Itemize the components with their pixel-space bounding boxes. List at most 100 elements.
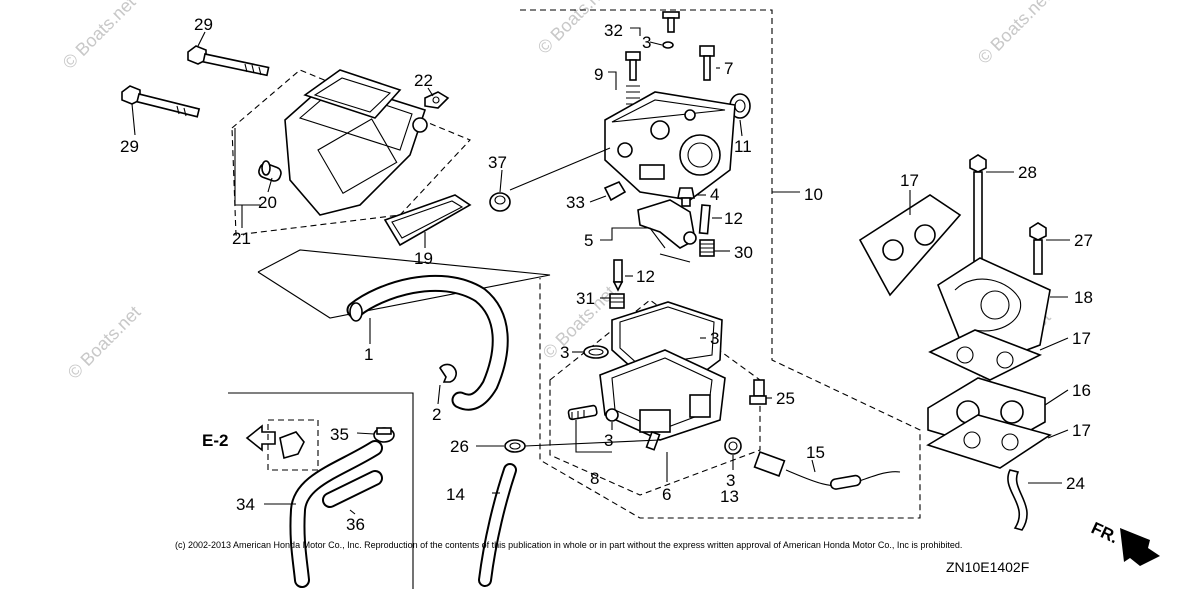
reference-label-e2: E-2 [202, 431, 228, 450]
callout-3-top: 3 [642, 33, 651, 52]
float-bowl-6 [549, 299, 761, 496]
clamp-2 [439, 363, 457, 383]
drain-screw-8 [567, 404, 598, 421]
washer-3-solenoid [724, 437, 742, 455]
callout-35: 35 [330, 425, 349, 444]
callout-5: 5 [584, 231, 593, 250]
gasket-17-bottom [926, 414, 1052, 469]
callout-12-lower: 12 [636, 267, 655, 286]
watermark: © Boats.net [64, 302, 145, 383]
callout-3-drain: 3 [604, 431, 613, 450]
callout-12-upper: 12 [724, 209, 743, 228]
hose-1 [346, 274, 509, 411]
e2-detail-box [267, 419, 319, 471]
callout-20: 20 [258, 193, 277, 212]
callout-30: 30 [734, 243, 753, 262]
leader-26-link [524, 439, 661, 447]
jet-4 [677, 187, 695, 207]
callout-7: 7 [724, 59, 733, 78]
clamp-35 [373, 427, 395, 443]
callout-36: 36 [346, 515, 365, 534]
bolt-27 [1029, 222, 1047, 275]
spring-30 [699, 239, 715, 257]
callout-27: 27 [1074, 231, 1093, 250]
callout-34: 34 [236, 495, 255, 514]
callout-labels: 29 29 22 20 21 19 1 2 32 3 9 7 11 37 33 … [120, 15, 1093, 534]
carburetor-body [604, 91, 736, 201]
section-divider [228, 392, 414, 589]
watermark: © Boats.net [534, 0, 615, 58]
callout-28: 28 [1018, 163, 1037, 182]
callout-4: 4 [710, 185, 719, 204]
carburetor-assembly-box [520, 9, 921, 519]
front-direction-arrow [1120, 528, 1160, 566]
callout-9: 9 [594, 65, 603, 84]
callout-29-lower: 29 [120, 137, 139, 156]
e2-reference-arrow [245, 424, 276, 452]
callout-15: 15 [806, 443, 825, 462]
callout-11: 11 [734, 137, 752, 156]
screw-25 [749, 379, 767, 405]
callout-25: 25 [776, 389, 795, 408]
leader-21-bracket [234, 128, 260, 206]
float-5 [637, 199, 697, 249]
screw-9 [625, 51, 641, 105]
front-direction-label: FR. [1088, 518, 1121, 547]
callout-32: 32 [604, 21, 623, 40]
cap-37 [489, 192, 511, 212]
oring-3-drain [605, 408, 619, 422]
assembly-outline [257, 249, 551, 319]
bolt-29-upper [187, 45, 270, 77]
callout-10: 10 [804, 185, 823, 204]
callout-2: 2 [432, 405, 441, 424]
callout-24: 24 [1066, 474, 1085, 493]
callout-6: 6 [662, 485, 671, 504]
callout-17-bottom: 17 [1072, 421, 1091, 440]
pin-12-lower [659, 253, 691, 263]
intake-silencer [231, 69, 471, 236]
callout-14: 14 [446, 485, 465, 504]
callout-29-upper: 29 [194, 15, 213, 34]
leader-8 [575, 420, 612, 453]
watermark: © Boats.net [59, 0, 140, 73]
callout-8: 8 [590, 469, 599, 488]
clip-22 [424, 91, 450, 109]
screw-7 [699, 45, 715, 81]
tube-36 [322, 470, 383, 508]
hose-34 [289, 440, 383, 588]
solenoid-15 [753, 450, 901, 490]
callout-19: 19 [414, 249, 433, 268]
oring-3-bowl [583, 345, 609, 359]
joint-e2 [279, 431, 305, 460]
callout-33: 33 [566, 193, 585, 212]
screw-31 [609, 293, 625, 309]
bolt-29-lower [121, 85, 201, 118]
copyright-notice: (c) 2002-2013 American Honda Motor Co., … [175, 540, 962, 550]
callout-16: 16 [1072, 381, 1091, 400]
clip-33 [603, 180, 627, 202]
watermark: © Boats.net [974, 0, 1055, 68]
gasket-17-top [858, 194, 962, 297]
clip-24 [1007, 469, 1028, 531]
callout-3-bowl-right: 3 [710, 329, 719, 348]
diagram-code: ZN10E1402F [946, 559, 1029, 575]
callout-21: 21 [232, 229, 251, 248]
callout-26: 26 [450, 437, 469, 456]
callout-22: 22 [414, 71, 433, 90]
collar-20 [258, 160, 282, 182]
screw-32 [662, 11, 680, 49]
needle-12 [612, 259, 624, 292]
gasket-17-mid [928, 329, 1042, 381]
callout-3-solenoid: 3 [726, 471, 735, 490]
clamp-26 [504, 439, 526, 453]
hose-14 [478, 463, 517, 587]
callout-17-top: 17 [900, 171, 919, 190]
pin-12-upper [698, 204, 711, 235]
callout-18: 18 [1074, 288, 1093, 307]
callout-1: 1 [364, 345, 373, 364]
callout-31: 31 [576, 289, 595, 308]
callout-3-bowl-left: 3 [560, 343, 569, 362]
callout-37: 37 [488, 153, 507, 172]
leader-37-link [509, 147, 611, 191]
